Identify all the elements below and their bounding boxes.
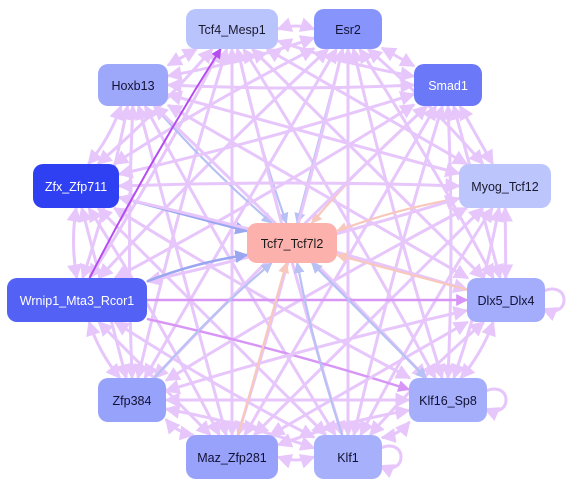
edge-dlx5-tcf7	[335, 252, 468, 291]
edge-zfx-myog	[117, 178, 461, 194]
node-label: Klf1	[337, 451, 359, 465]
edge-myog-dlx5	[497, 206, 514, 280]
edge-dlx5-klf16	[459, 320, 496, 380]
self-loops-layer	[378, 287, 566, 478]
node-label: Myog_Tcf12	[471, 180, 538, 194]
edge-klf1-tcf7	[293, 261, 344, 436]
node-label: Wrnip1_Mta3_Rcor1	[20, 294, 134, 308]
edge-tcf7-klf16	[311, 262, 427, 379]
edge-zfx-wrnip1	[66, 206, 82, 280]
self-loop-klf16	[483, 387, 508, 421]
node-label: Zfx_Zfp711	[45, 180, 107, 194]
edge-hoxb13-smad1	[166, 78, 416, 94]
node-label: Zfp384	[113, 394, 152, 408]
node-hoxb13[interactable]: Hoxb13	[98, 64, 168, 106]
edge-maz-klf1	[276, 454, 316, 469]
node-label: Esr2	[335, 23, 361, 37]
node-label: Hoxb13	[111, 79, 154, 93]
edge-tcf4-hoxb13	[166, 47, 198, 67]
node-smad1[interactable]: Smad1	[414, 64, 482, 106]
edge-wrnip1-tcf4	[88, 48, 222, 279]
node-zfx-zfp711[interactable]: Zfx_Zfp711	[33, 164, 119, 208]
edge-zfp384-tcf7	[153, 262, 273, 379]
nodes-layer: Tcf4_Mesp1 Esr2 Hoxb13 Smad1 Zfx_Zfp711 …	[7, 9, 551, 479]
edge-hoxb13-klf1	[143, 104, 337, 437]
node-tcf4-mesp1[interactable]: Tcf4_Mesp1	[186, 9, 278, 49]
edge-zfp384-maz	[164, 418, 195, 441]
edge-klf16-maz	[276, 405, 411, 448]
node-myog-tcf12[interactable]: Myog_Tcf12	[459, 164, 551, 208]
edge-tcf4-esr2	[276, 17, 316, 32]
node-label: Klf16_Sp8	[419, 394, 477, 408]
edge-wrnip1-tcf7	[146, 250, 249, 283]
node-label: Tcf4_Mesp1	[198, 23, 265, 37]
edge-esr2-smad1	[380, 46, 416, 68]
self-loop-dlx5	[541, 287, 566, 321]
node-label: Dlx5_Dlx4	[478, 294, 535, 308]
edge-klf16-klf1	[380, 420, 411, 443]
node-label: Maz_Zfp281	[197, 451, 267, 465]
node-label: Smad1	[428, 79, 468, 93]
node-label: Tcf7_Tcf7l2	[261, 237, 324, 251]
node-dlx5-dlx4[interactable]: Dlx5_Dlx4	[467, 278, 545, 322]
node-tcf7-tcf7l2[interactable]: Tcf7_Tcf7l2	[247, 223, 337, 263]
node-klf1[interactable]: Klf1	[314, 435, 382, 479]
node-wrnip1-mta3-rcor1[interactable]: Wrnip1_Mta3_Rcor1	[7, 278, 147, 322]
node-klf16-sp8[interactable]: Klf16_Sp8	[409, 378, 487, 422]
node-esr2[interactable]: Esr2	[314, 9, 382, 49]
node-zfp384[interactable]: Zfp384	[98, 378, 166, 422]
self-loop-klf1	[378, 444, 403, 478]
node-maz-zfp281[interactable]: Maz_Zfp281	[186, 435, 278, 479]
edge-maz-tcf7	[237, 261, 290, 436]
